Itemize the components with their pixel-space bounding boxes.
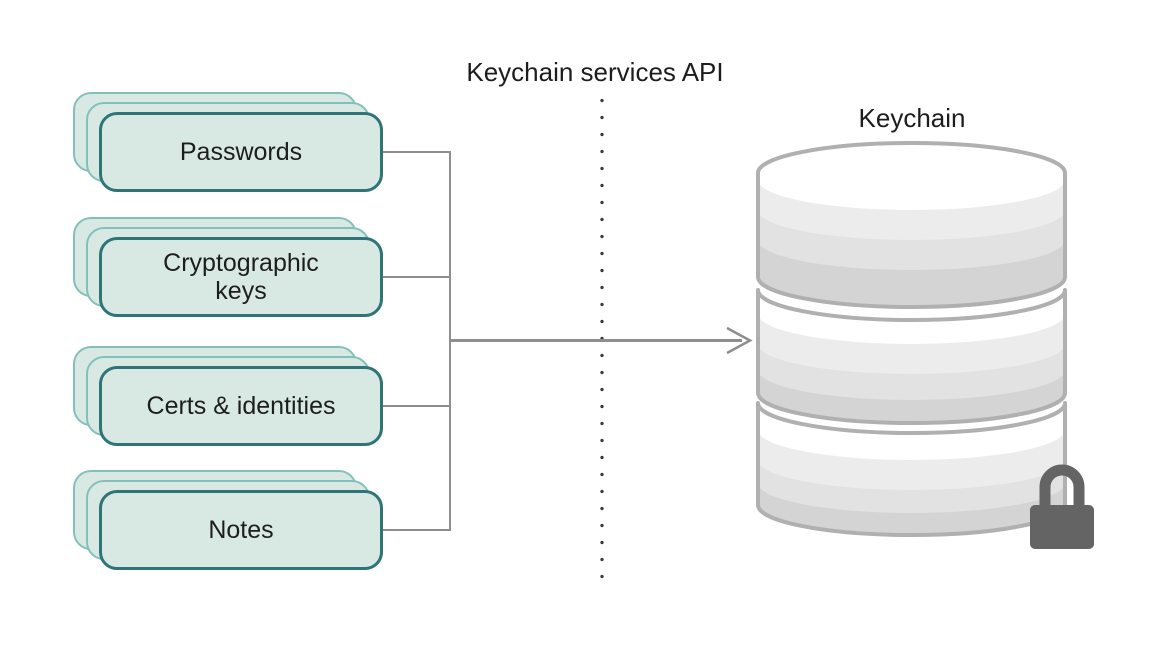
card-label: Certs & identities — [146, 392, 336, 420]
card-certs-identities: Certs & identities — [99, 366, 383, 446]
card-label: Notes — [208, 516, 274, 544]
card-stack-notes: Notes — [73, 470, 383, 570]
connector-passwords — [383, 151, 451, 153]
card-label: Cryptographic keys — [163, 249, 319, 305]
database-cylinder-icon — [756, 141, 1067, 537]
arrow-shaft — [449, 339, 742, 342]
card-stack-cryptographic-keys: Cryptographic keys — [73, 217, 383, 317]
keychain-label: Keychain — [858, 103, 966, 133]
card-stack-passwords: Passwords — [73, 92, 383, 192]
connector-notes — [383, 529, 451, 531]
card-notes: Notes — [99, 490, 383, 570]
card-cryptographic-keys: Cryptographic keys — [99, 237, 383, 317]
arrow-right-icon — [726, 326, 753, 355]
connector-certs-identities — [383, 405, 451, 407]
api-boundary-label: Keychain services API — [466, 57, 724, 87]
api-boundary-dotted-line — [600, 92, 604, 584]
card-stack-certs-identities: Certs & identities — [73, 346, 383, 446]
card-passwords: Passwords — [99, 112, 383, 192]
lock-icon — [1030, 464, 1094, 549]
card-label: Passwords — [179, 138, 303, 166]
connector-cryptographic-keys — [383, 276, 451, 278]
